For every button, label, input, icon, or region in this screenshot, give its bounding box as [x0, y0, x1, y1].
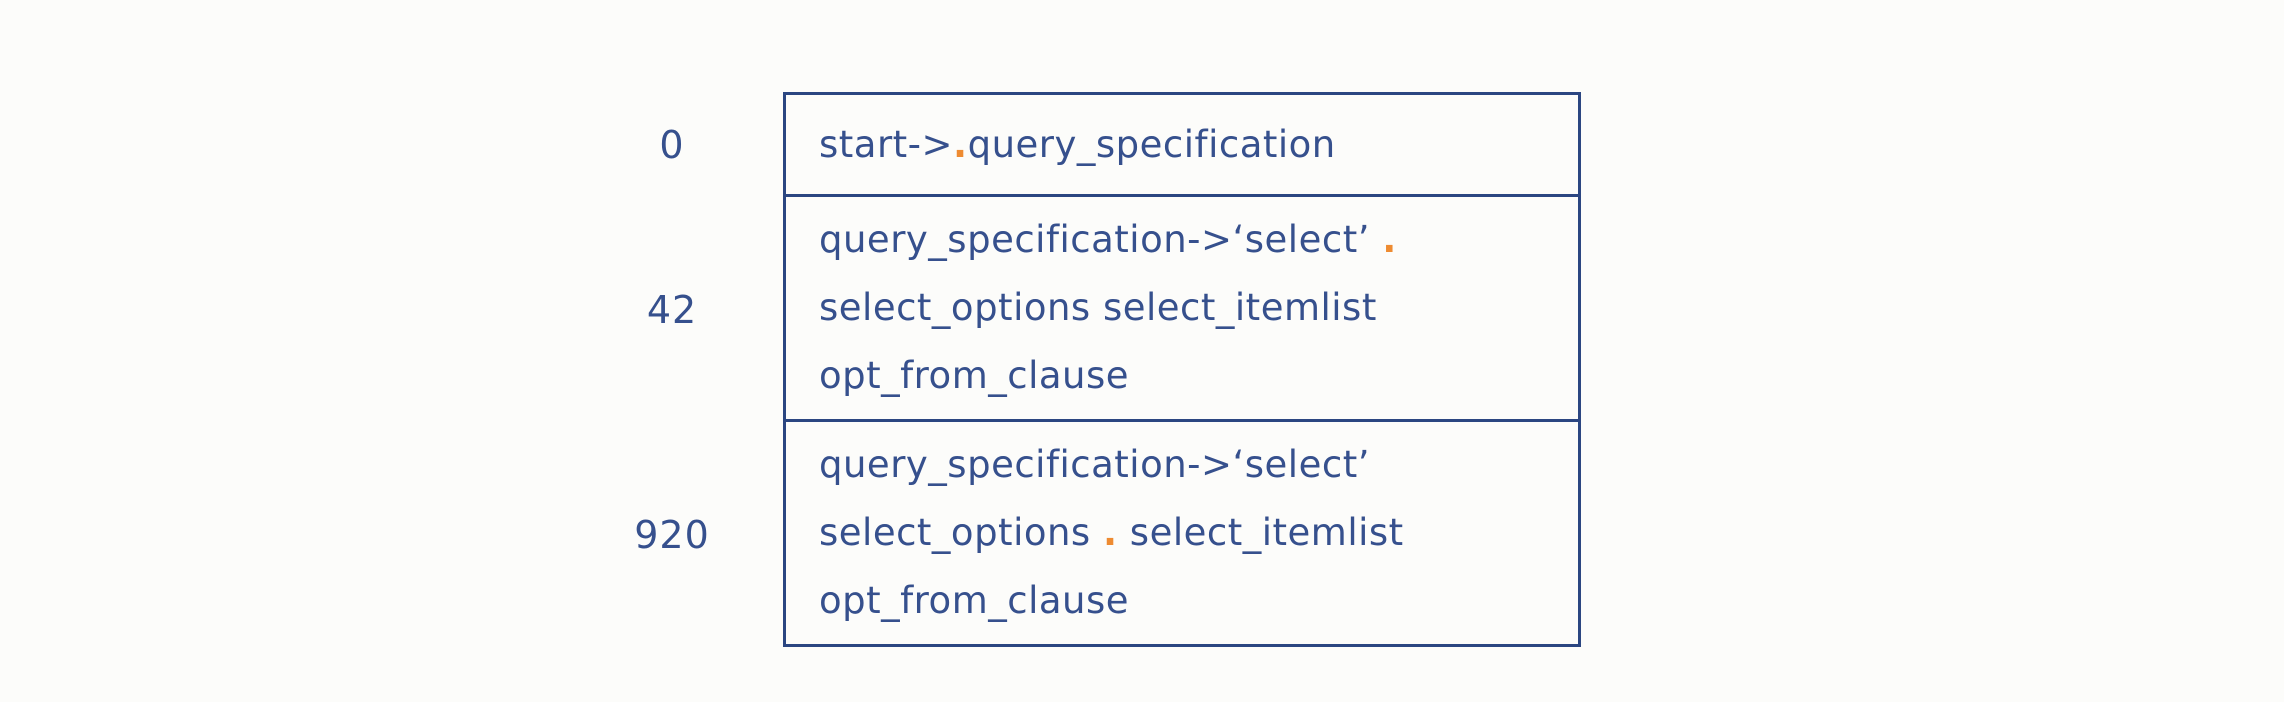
- grammar-item-line: query_specification->‘select’ .: [819, 206, 1548, 274]
- grammar-token: start->: [819, 122, 954, 166]
- state-number: 42: [646, 287, 698, 332]
- grammar-item-line: query_specification->‘select’: [819, 431, 1548, 499]
- grammar-token: select_options select_itemlist: [819, 286, 1377, 329]
- grammar-item-line: select_options select_itemlist: [819, 274, 1548, 342]
- parse-position-dot: .: [953, 122, 968, 166]
- state-table: 0 start->.query_specification 42 query_s…: [592, 92, 1581, 647]
- grammar-item-line: select_options . select_itemlist: [819, 499, 1548, 567]
- grammar-item-line: start->.query_specification: [819, 111, 1548, 179]
- grammar-token: select_options: [819, 511, 1103, 554]
- state-number: 920: [634, 512, 710, 557]
- grammar-token: query_specification: [967, 122, 1336, 166]
- parse-position-dot: .: [1102, 511, 1118, 554]
- grammar-item-line: opt_from_clause: [819, 567, 1548, 635]
- state-number: 0: [659, 122, 685, 167]
- state-items-cell: query_specification->‘select’ select_opti…: [783, 422, 1581, 647]
- grammar-token: query_specification->‘select’: [819, 443, 1370, 486]
- parse-position-dot: .: [1382, 218, 1397, 261]
- grammar-token: opt_from_clause: [819, 579, 1130, 622]
- state-items-cell: start->.query_specification: [783, 92, 1581, 197]
- grammar-token: opt_from_clause: [819, 354, 1130, 397]
- grammar-item-line: opt_from_clause: [819, 342, 1548, 410]
- grammar-token: select_itemlist: [1117, 511, 1404, 554]
- state-items-cell: query_specification->‘select’ .select_op…: [783, 197, 1581, 422]
- grammar-token: query_specification->‘select’: [819, 218, 1383, 261]
